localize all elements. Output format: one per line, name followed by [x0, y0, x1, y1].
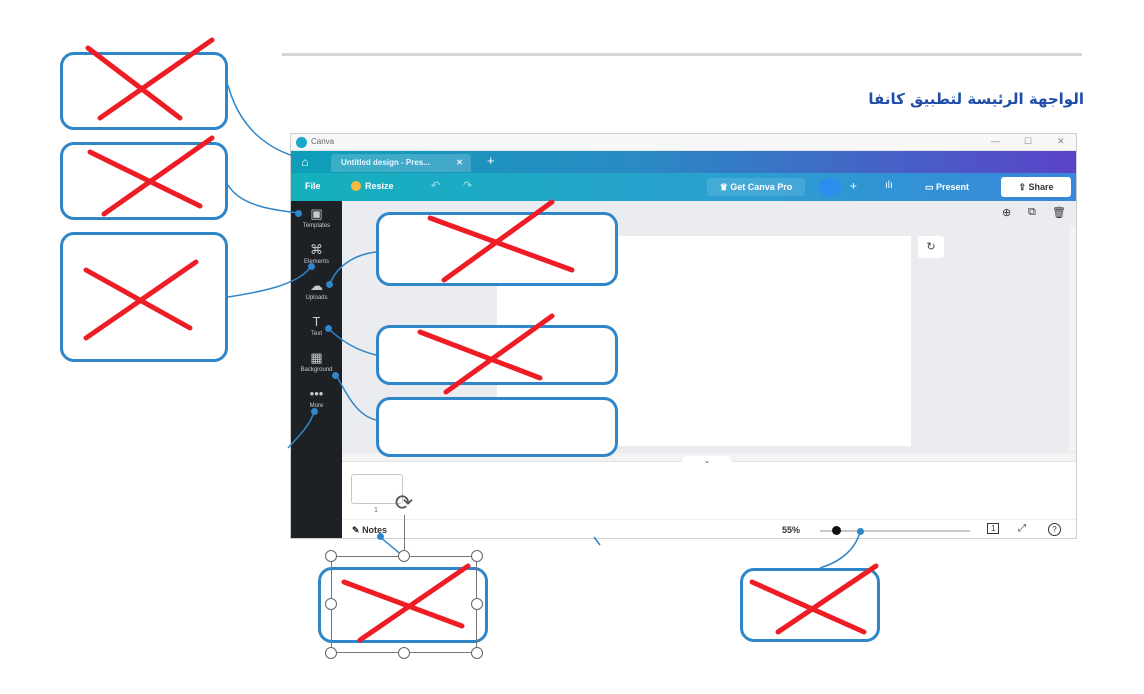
sidebar-item-background[interactable]: ▦ Background	[291, 350, 342, 374]
share-label: Share	[1028, 182, 1054, 192]
sidebar-item-templates[interactable]: ▣ Templates	[291, 206, 342, 230]
callout-box	[376, 397, 618, 457]
connector-dot	[857, 528, 864, 535]
refresh-icon[interactable]: ↻	[918, 236, 944, 258]
close-tab-icon[interactable]: ✕	[456, 158, 463, 167]
redo-icon[interactable]: ↷	[463, 180, 473, 192]
callout-box	[376, 212, 618, 286]
title-bar: Canva — ☐ ✕	[291, 134, 1076, 151]
resize-handle[interactable]	[471, 598, 483, 610]
rotate-handle-icon[interactable]: ⟳	[394, 490, 414, 515]
page-thumbnail[interactable]	[351, 474, 403, 504]
new-tab-button[interactable]: +	[487, 153, 495, 168]
share-icon: ⇪	[1018, 182, 1026, 192]
resize-button[interactable]: Resize	[365, 181, 394, 191]
sidebar-item-label: Uploads	[305, 295, 328, 301]
callout-box	[740, 568, 880, 642]
analytics-icon[interactable]: ılı	[885, 180, 893, 191]
templates-icon: ▣	[310, 206, 323, 221]
duplicate-page-icon[interactable]: ⧉	[1028, 206, 1036, 218]
vertical-scrollbar[interactable]	[1070, 226, 1076, 451]
sidebar-item-label: Background	[300, 367, 333, 373]
add-people-button[interactable]: +	[850, 179, 858, 193]
present-icon: ▭	[925, 182, 934, 192]
top-divider	[282, 53, 1082, 56]
sidebar-item-text[interactable]: T Text	[291, 314, 342, 338]
sidebar-item-label: Templates	[302, 223, 331, 229]
zoom-level: 55%	[782, 525, 801, 535]
connector-dot	[311, 408, 318, 415]
bottom-bar: ✎ Notes 55% 1 ⤢ ?	[342, 519, 1076, 538]
fullscreen-icon[interactable]: ⤢	[1018, 523, 1026, 534]
text-icon: T	[312, 314, 321, 329]
add-page-icon[interactable]: ⊕	[1002, 207, 1012, 219]
resize-handle[interactable]	[325, 550, 337, 562]
get-canva-pro-button[interactable]: ♛ Get Canva Pro	[707, 178, 805, 196]
connector-dot	[308, 263, 315, 270]
page-count-icon[interactable]: 1	[987, 523, 1000, 534]
page-heading: الواجهة الرئيسة لتطبيق كانفا	[868, 90, 1084, 108]
sidebar-item-label: Text	[310, 331, 322, 337]
callout-box	[376, 325, 618, 385]
connector-dot	[325, 325, 332, 332]
sidebar-item-uploads[interactable]: ☁ Uploads	[291, 278, 342, 302]
resize-handle[interactable]	[325, 598, 337, 610]
more-icon: •••	[309, 386, 324, 401]
chevron-down-icon[interactable]: ⌄	[682, 456, 732, 466]
editor-toolbar: File Resize ↶ ↷ ♛ Get Canva Pro + ılı ▭ …	[291, 173, 1076, 201]
notes-button[interactable]: ✎ Notes	[352, 525, 387, 536]
sidebar-item-label: More	[309, 403, 324, 409]
side-panel: ▣ Templates ⌘ Elements ☁ Uploads T Text …	[291, 201, 342, 538]
sidebar-item-label: Elements	[303, 259, 329, 265]
present-label: Present	[936, 182, 970, 192]
rotate-handle-stem	[404, 515, 405, 551]
page-number: 1	[374, 507, 378, 514]
connector-dot	[332, 372, 339, 379]
uploads-icon: ☁	[310, 278, 323, 293]
zoom-slider-handle[interactable]	[832, 526, 841, 535]
canva-logo-icon	[296, 137, 307, 148]
sidebar-item-more[interactable]: ••• More	[291, 386, 342, 410]
callout-box	[60, 52, 228, 130]
notes-label: Notes	[362, 525, 388, 535]
present-button[interactable]: ▭ Present	[925, 178, 969, 196]
delete-page-icon[interactable]: 🗑	[1052, 207, 1066, 219]
notes-icon: ✎	[352, 525, 360, 535]
close-window-icon[interactable]: ✕	[1057, 136, 1065, 146]
tab-untitled-design[interactable]: Untitled design - Pres... ✕	[331, 154, 471, 172]
resize-handle[interactable]	[471, 550, 483, 562]
resize-handle[interactable]	[398, 550, 410, 562]
resize-handle[interactable]	[325, 647, 337, 659]
resize-handle[interactable]	[471, 647, 483, 659]
connector-dot	[326, 281, 333, 288]
file-menu-button[interactable]: File	[305, 181, 321, 191]
tab-bar: ⌂ Untitled design - Pres... ✕ +	[291, 151, 1076, 173]
connector-dot	[295, 210, 302, 217]
crown-icon	[351, 181, 361, 191]
app-title: Canva	[311, 137, 335, 146]
avatar[interactable]	[819, 178, 841, 196]
maximize-icon[interactable]: ☐	[1024, 136, 1033, 146]
help-icon[interactable]: ?	[1048, 523, 1061, 536]
tab-title: Untitled design - Pres...	[341, 158, 430, 167]
resize-handle[interactable]	[398, 647, 410, 659]
selection-frame	[331, 556, 477, 653]
undo-icon[interactable]: ↶	[431, 180, 441, 192]
zoom-slider[interactable]	[820, 530, 970, 532]
callout-box	[60, 232, 228, 362]
connector-dot	[377, 533, 384, 540]
pages-strip: ⌄ 1	[342, 456, 1076, 519]
minimize-icon[interactable]: —	[991, 136, 1000, 146]
home-icon[interactable]: ⌂	[301, 155, 309, 169]
elements-icon: ⌘	[310, 242, 323, 257]
background-icon: ▦	[310, 350, 323, 365]
share-button[interactable]: ⇪ Share	[1001, 177, 1071, 197]
sidebar-item-elements[interactable]: ⌘ Elements	[291, 242, 342, 266]
callout-box	[60, 142, 228, 220]
